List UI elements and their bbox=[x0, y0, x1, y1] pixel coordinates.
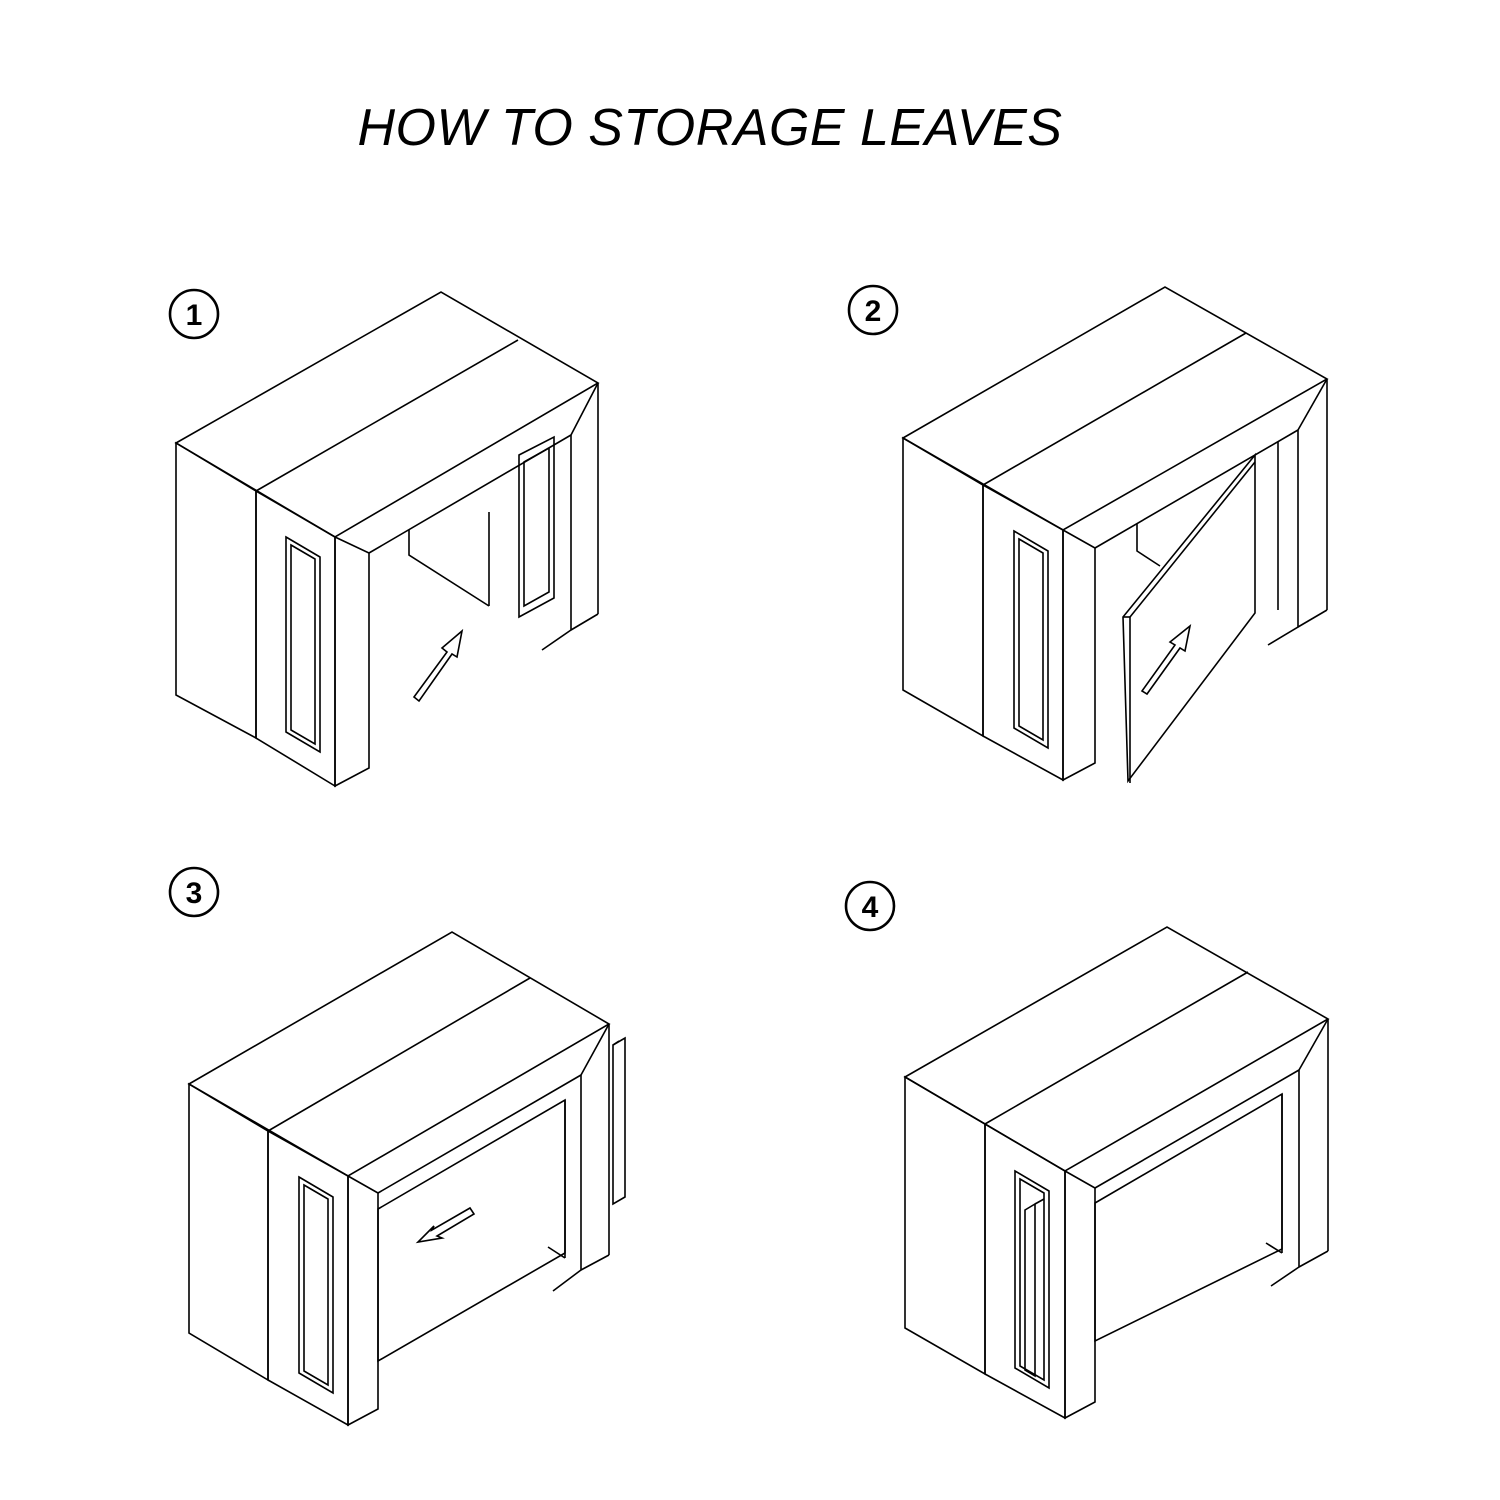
step-3-number: 3 bbox=[186, 877, 203, 910]
step-3: 3 bbox=[168, 866, 626, 1427]
step-1-badge: 1 bbox=[168, 288, 220, 340]
step-2-arrow-icon bbox=[1140, 624, 1192, 696]
step-3-badge: 3 bbox=[168, 866, 220, 918]
step-4-number: 4 bbox=[862, 891, 879, 924]
step-3-console-table bbox=[187, 931, 626, 1427]
step-4-badge: 4 bbox=[844, 880, 896, 932]
step-1: 1 bbox=[168, 288, 600, 788]
step-4: 4 bbox=[844, 880, 1330, 1420]
step-1-console-table bbox=[174, 291, 600, 788]
page-title: HOW TO STORAGE LEAVES bbox=[357, 99, 1063, 157]
step-2-number: 2 bbox=[865, 295, 882, 328]
step-1-number: 1 bbox=[186, 299, 203, 332]
step-2-console-table bbox=[901, 286, 1329, 784]
step-4-console-table bbox=[903, 926, 1330, 1420]
step-2: 2 bbox=[847, 284, 1329, 784]
step-3-arrow-icon bbox=[415, 1206, 476, 1244]
step-1-arrow-icon bbox=[412, 628, 464, 703]
step-2-badge: 2 bbox=[847, 284, 899, 336]
